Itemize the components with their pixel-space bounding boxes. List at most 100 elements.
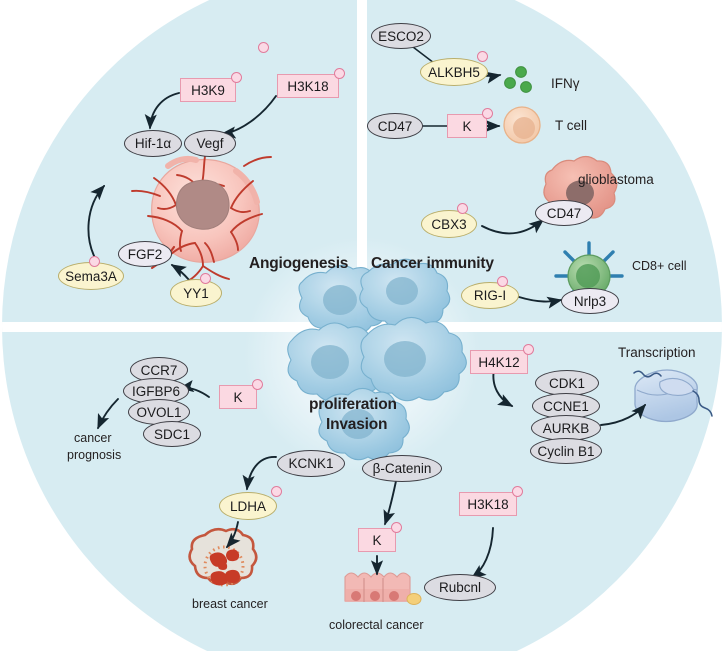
edge-ldha-breast [226,521,241,549]
node-label: Vegf [196,136,224,151]
node-h3k18-rubcnl[interactable]: H3K18 [459,492,517,516]
node-label: Sema3A [65,268,117,284]
node-label: Rubcnl [438,580,482,595]
node-label: Hif-1α [134,136,172,151]
node-aurkb[interactable]: AURKB [531,415,601,441]
edge-aurkb-transcription [600,403,647,426]
node-label: CCNE1 [543,398,589,414]
label-ifng: IFNγ [551,76,580,91]
node-label: CD47 [546,205,582,221]
node-label: SDC1 [153,426,190,442]
node-yy1[interactable]: YY1 [170,279,222,307]
vascular-tumor-graphic [131,149,272,284]
node-k-cd47[interactable]: K [447,114,487,138]
edge-bcatenin-k [383,480,397,526]
node-label: YY1 [183,285,209,301]
edge-igfbp6-prognosis [97,398,119,430]
edge-cbx3-cd47b [481,219,545,235]
node-label: ALKBH5 [428,64,480,80]
pink-dot-yy1 [200,273,211,284]
node-label: RIG-I [473,288,507,303]
node-cyclin-b1[interactable]: Cyclin B1 [530,438,602,464]
node-cbx3[interactable]: CBX3 [421,210,477,238]
node-label: CCR7 [140,362,178,378]
pink-dot-k-igfbp6 [252,379,263,390]
node-fgf2[interactable]: FGF2 [118,241,172,267]
pink-dot-floating [258,42,269,53]
pink-dot-h3k18 [334,68,345,79]
central-tumor-cell-cluster [287,258,467,461]
node-nrlp3[interactable]: Nrlp3 [561,288,619,314]
label-glioblastoma: glioblastoma [578,172,654,187]
node-label: CBX3 [431,216,467,232]
node-label: OVOL1 [136,404,182,420]
node-rig-i[interactable]: RIG-I [461,282,519,309]
node-cd47-glioblastoma[interactable]: CD47 [535,200,593,226]
node-kcnk1[interactable]: KCNK1 [277,450,345,477]
pink-dot-h3k9 [231,72,242,83]
label-cd8-cell: CD8+ cell [632,259,687,273]
pink-dot-alkbh5 [477,51,488,62]
node-label: CD47 [377,118,413,134]
node-sdc1[interactable]: SDC1 [143,421,201,447]
section-title-cancer-immunity: Cancer immunity [371,255,494,272]
node-label: K [462,118,472,134]
edge-rigi-nrlp3 [518,296,563,309]
node-label: KCNK1 [288,456,334,471]
node-label: Cyclin B1 [537,443,595,459]
node-hif1a[interactable]: Hif-1α [124,130,182,157]
label-colorectal-cancer: colorectal cancer [329,618,424,632]
node-ldha[interactable]: LDHA [219,492,277,520]
node-rubcnl[interactable]: Rubcnl [424,574,496,601]
edge-kcnk1-ldha [242,456,277,491]
node-label: Nrlp3 [573,293,607,309]
pink-dot-sema3a [89,256,100,267]
pink-dot-rig-i [497,276,508,287]
node-sema3a[interactable]: Sema3A [58,262,124,290]
edge-esco2-alkbh5 [412,46,435,64]
node-label: H3K9 [191,82,225,98]
breast-cancer-cell-graphic [188,527,258,587]
label-t-cell: T cell [555,118,588,133]
pink-dot-h3k18-rubcnl [512,486,523,497]
node-label: β-Catenin [372,461,432,476]
section-title-angiogenesis: Angiogenesis [249,255,349,272]
label-breast-cancer: breast cancer [192,597,268,611]
node-esco2[interactable]: ESCO2 [371,23,431,49]
node-igfbp6[interactable]: IGFBP6 [123,378,189,404]
node-k-igfbp6[interactable]: K [219,385,257,409]
section-title-proliferation: proliferation [309,396,397,413]
node-h3k9[interactable]: H3K9 [180,78,236,102]
node-vegf[interactable]: Vegf [184,130,236,157]
section-title-invasion: Invasion [326,416,388,433]
edge-sema3a-tumor [87,184,106,261]
label-transcription: Transcription [618,345,696,360]
node-alkbh5[interactable]: ALKBH5 [420,58,488,86]
node-label: AURKB [542,420,590,436]
node-label: K [233,389,243,405]
label-cancer-prognosis-line1: cancer [74,431,112,445]
node-label: K [372,532,382,548]
node-label: IGFBP6 [131,383,180,399]
node-label: LDHA [229,498,266,514]
node-label: H3K18 [467,496,509,512]
node-cd47-receptor[interactable]: CD47 [367,113,423,139]
node-h3k18[interactable]: H3K18 [277,74,339,98]
nucleosome-graphic [633,369,713,423]
label-cancer-prognosis-line2: prognosis [67,448,122,462]
node-label: CDK1 [548,375,585,391]
node-label: H4K12 [478,354,520,370]
pink-dot-k-catenin [391,522,402,533]
pink-dot-h4k12 [523,344,534,355]
pink-dot-ldha [271,486,282,497]
node-label: ESCO2 [378,28,424,44]
node-k-catenin[interactable]: K [358,528,396,552]
pink-dot-cbx3 [457,203,468,214]
node-h4k12[interactable]: H4K12 [470,350,528,374]
node-label: H3K18 [287,78,329,94]
node-beta-catenin[interactable]: β-Catenin [362,455,442,482]
pink-dot-k-cd47 [482,108,493,119]
node-label: FGF2 [127,246,163,262]
